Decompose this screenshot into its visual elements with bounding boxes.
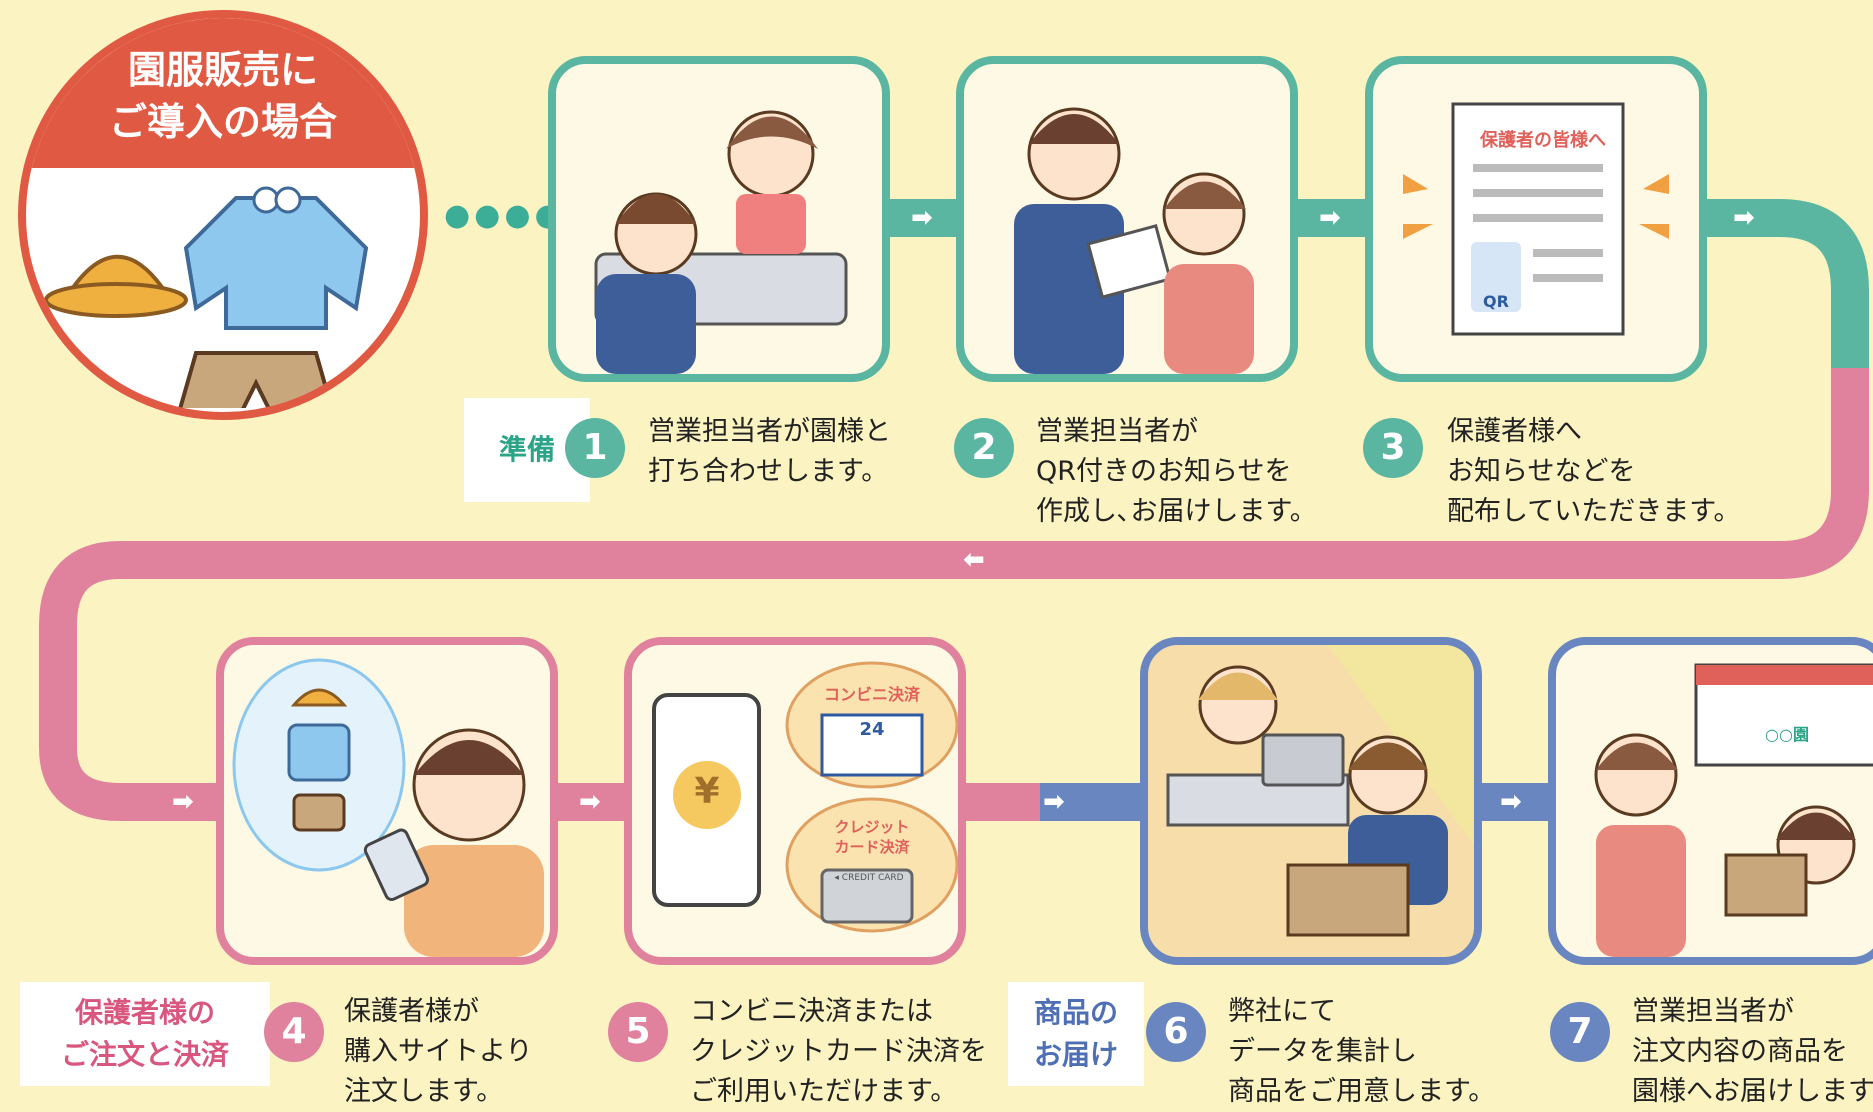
credit-card-text: ◂ CREDIT CARD xyxy=(834,873,904,883)
uniform-illustration xyxy=(44,186,369,408)
panel-step-6 xyxy=(1140,637,1482,965)
box-icon xyxy=(1286,863,1410,937)
conbini-bubble-text: コンビニ決済 xyxy=(823,685,920,704)
panel-step-5: ¥ コンビニ決済 24 クレジット カード決済 ◂ CREDIT CARD xyxy=(624,637,966,965)
box-icon xyxy=(1724,853,1808,917)
delivery-illustration xyxy=(1594,663,1873,957)
notice-illustration xyxy=(1403,102,1669,336)
smock-icon xyxy=(287,723,351,782)
qr-label: QR xyxy=(1483,292,1509,311)
arrow-right-icon: ➡ xyxy=(1733,203,1755,233)
arrow-right-icon: ➡ xyxy=(1319,203,1341,233)
panel-step-1 xyxy=(548,56,890,382)
shorts-icon xyxy=(178,351,334,408)
arrow-right-icon: ➡ xyxy=(1500,787,1522,817)
step-text-2: 営業担当者が QR付きのお知らせを 作成し､お届けします。 xyxy=(1036,416,1317,527)
step-text-1: 営業担当者が園様と 打ち合わせします。 xyxy=(648,416,891,487)
notice-title: 保護者の皆様へ xyxy=(1480,130,1606,151)
store-icon xyxy=(820,713,924,777)
arrow-left-icon: ⬅ xyxy=(963,545,985,575)
phase-label-prep: 準備 xyxy=(464,398,590,502)
phone-icon xyxy=(363,828,430,902)
intro-title: 園服販売に ご導入の場合 xyxy=(108,48,337,144)
panel-step-2 xyxy=(956,56,1298,382)
preparation-illustration xyxy=(1166,645,1474,937)
arrow-right-icon: ➡ xyxy=(172,787,194,817)
step-text-6: 弊社にて データを集計し 商品をご用意します。 xyxy=(1228,996,1496,1107)
meeting-illustration xyxy=(594,110,848,374)
intro-badge: 園服販売に ご導入の場合 xyxy=(18,10,428,420)
step-text-3: 保護者様へ お知らせなどを 配布していただきます。 xyxy=(1447,416,1741,527)
yen-symbol: ¥ xyxy=(694,771,720,812)
credit-card-icon xyxy=(820,868,914,924)
hat-icon xyxy=(44,254,188,318)
panel-step-4 xyxy=(216,637,558,965)
step-number-2: 2 xyxy=(954,418,1014,478)
hat-icon xyxy=(290,688,348,707)
panel-step-3: 保護者の皆様へ QR xyxy=(1365,56,1707,382)
step-number-4: 4 xyxy=(264,1002,324,1062)
step-number-1: 1 xyxy=(565,418,625,478)
step-text-5: コンビニ決済または クレジットカード決済を ご利用いただけます。 xyxy=(690,996,987,1107)
store-number: 24 xyxy=(859,719,885,740)
step-number-6: 6 xyxy=(1146,1002,1206,1062)
shorts-icon xyxy=(292,793,346,832)
arrow-right-icon: ➡ xyxy=(579,787,601,817)
laptop-icon xyxy=(1261,733,1345,787)
handover-illustration xyxy=(1014,107,1254,374)
step-number-5: 5 xyxy=(608,1002,668,1062)
kindergarten-sign: ○○園 xyxy=(1765,725,1809,744)
payment-illustration xyxy=(652,661,958,933)
arrow-right-icon: ➡ xyxy=(911,203,933,233)
phase-label-order: 保護者様の ご注文と決済 xyxy=(20,982,270,1086)
ordering-illustration xyxy=(232,658,544,957)
panel-step-7: ○○園 xyxy=(1548,637,1873,965)
step-number-3: 3 xyxy=(1363,418,1423,478)
arrow-right-icon: ➡ xyxy=(1043,787,1065,817)
smock-icon xyxy=(183,186,369,330)
phase-label-delivery: 商品の お届け xyxy=(1008,982,1144,1086)
qr-icon xyxy=(1471,242,1521,312)
step-text-4: 保護者様が 購入サイトより 注文します。 xyxy=(344,996,533,1107)
step-number-7: 7 xyxy=(1550,1002,1610,1062)
step-text-7: 営業担当者が 注文内容の商品を 園様へお届けします。 xyxy=(1632,996,1873,1107)
credit-bubble-text: クレジット カード決済 xyxy=(834,818,910,856)
